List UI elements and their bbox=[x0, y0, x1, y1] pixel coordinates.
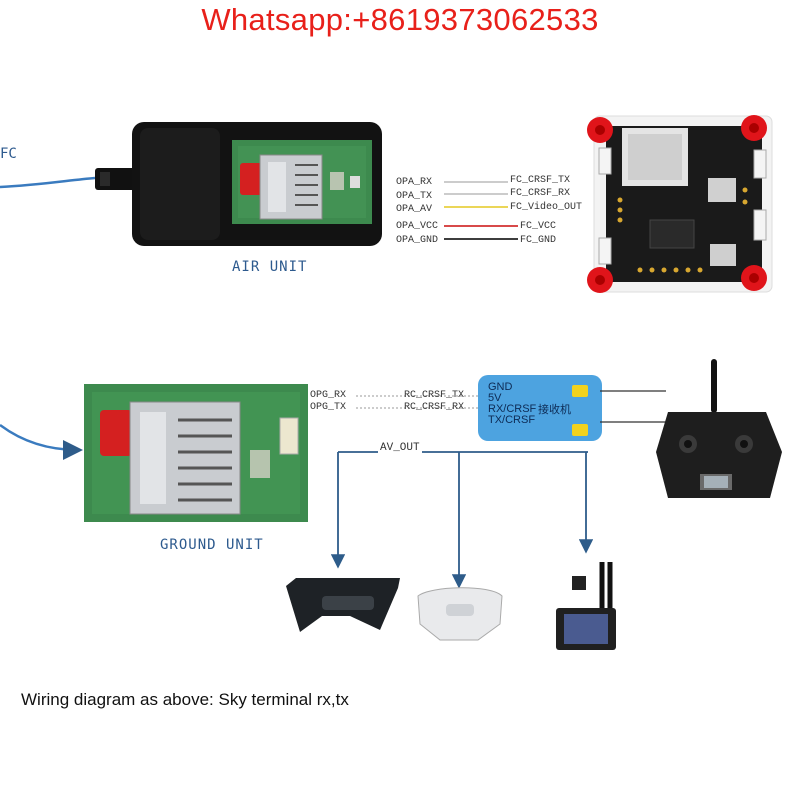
ground-antenna-cable bbox=[0, 423, 83, 460]
fpv-goggles-white bbox=[417, 587, 503, 641]
air-red-connector bbox=[240, 163, 262, 195]
whatsapp-watermark: Whatsapp:+8619373062533 bbox=[201, 2, 599, 37]
ground-right-label-2: RC_CRSF_RX bbox=[404, 402, 465, 413]
air-right-label-1: FC_CRSF_TX bbox=[510, 175, 571, 186]
crsf-receiver-module bbox=[478, 375, 602, 441]
air-right-label-5: FC_GND bbox=[520, 235, 557, 246]
air-left-label-1: OPA_RX bbox=[396, 177, 433, 188]
receiver-pin-5v: 5V bbox=[488, 392, 502, 404]
receiver-chinese-label: 接收机 bbox=[538, 404, 571, 416]
air-right-label-3: FC_Video_OUT bbox=[510, 202, 583, 213]
fpv-monitor bbox=[556, 562, 616, 650]
fc-edge-label: FC bbox=[0, 146, 17, 162]
ground-unit-label: GROUND UNIT bbox=[160, 537, 264, 553]
air-right-label-4: FC_VCC bbox=[520, 221, 557, 232]
air-antenna-cable bbox=[0, 176, 96, 189]
ground-right-label-1: RC_CRSF_TX bbox=[404, 390, 465, 401]
flight-controller-board bbox=[587, 115, 773, 293]
receiver-pin-rx: RX/CRSF bbox=[488, 403, 537, 415]
ground-left-label-2: OPG_TX bbox=[310, 402, 347, 413]
air-right-label-2: FC_CRSF_RX bbox=[510, 188, 571, 199]
air-left-label-4: OPA_VCC bbox=[396, 221, 439, 232]
air-left-label-3: OPA_AV bbox=[396, 204, 433, 215]
air-left-label-5: OPA_GND bbox=[396, 235, 439, 246]
air-unit-label: AIR UNIT bbox=[232, 259, 308, 275]
ground-left-label-1: OPG_RX bbox=[310, 390, 347, 401]
receiver-pin-tx: TX/CRSF bbox=[488, 414, 536, 426]
air-left-label-2: OPA_TX bbox=[396, 191, 433, 202]
fpv-goggles-dark bbox=[286, 578, 400, 632]
ground-red-connector bbox=[100, 410, 132, 456]
receiver-pin-gnd: GND bbox=[488, 381, 513, 393]
diagram-caption: Wiring diagram as above: Sky terminal rx… bbox=[21, 690, 349, 709]
av-out-label: AV_OUT bbox=[378, 442, 422, 454]
rc-transmitter bbox=[656, 359, 782, 498]
